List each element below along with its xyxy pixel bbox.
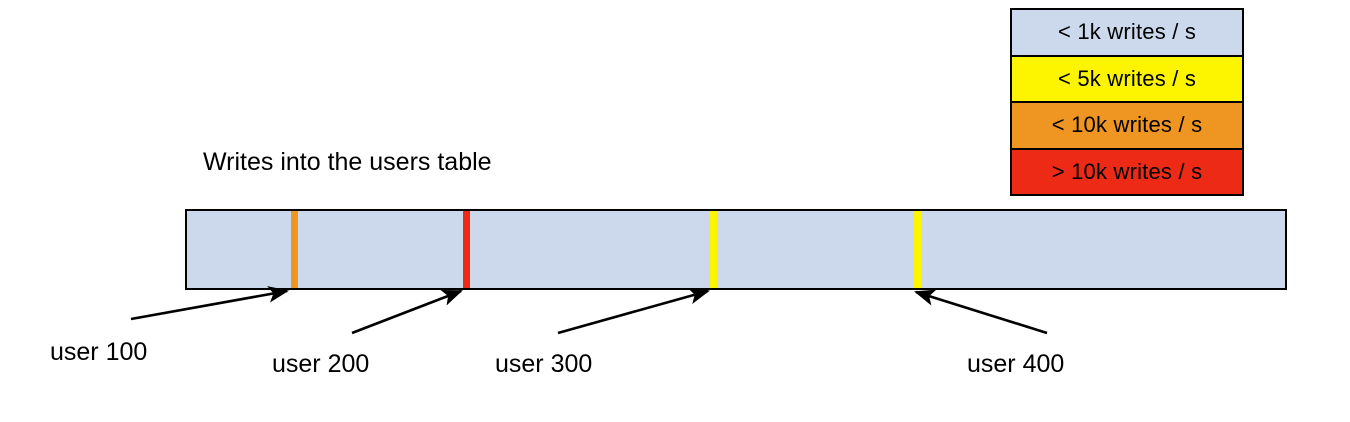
- stripe-user-200: [463, 211, 470, 288]
- stripe-user-300: [710, 211, 717, 288]
- arrow-user-100: [130, 286, 290, 321]
- users-table-keyspace-bar: [185, 209, 1287, 290]
- callout-label-user-200: user 200: [272, 350, 370, 378]
- legend-row-under-10k: < 10k writes / s: [1012, 103, 1242, 150]
- write-rate-legend: < 1k writes / s < 5k writes / s < 10k wr…: [1010, 8, 1244, 196]
- stripe-user-400: [914, 211, 921, 288]
- legend-row-over-10k: > 10k writes / s: [1012, 149, 1242, 194]
- legend-label-under-1k: < 1k writes / s: [1057, 19, 1197, 45]
- legend-row-under-1k: < 1k writes / s: [1012, 10, 1242, 57]
- legend-row-under-5k: < 5k writes / s: [1012, 56, 1242, 103]
- arrow-user-400: [914, 289, 1048, 335]
- chart-title: Writes into the users table: [203, 148, 492, 176]
- legend-label-over-10k: > 10k writes / s: [1051, 158, 1203, 184]
- legend-label-under-10k: < 10k writes / s: [1051, 112, 1203, 138]
- stripe-user-100: [291, 211, 298, 288]
- callout-label-user-400: user 400: [967, 350, 1065, 378]
- arrow-user-300: [557, 288, 711, 335]
- arrow-user-200: [351, 289, 463, 335]
- callout-label-user-300: user 300: [495, 350, 593, 378]
- callout-label-user-100: user 100: [50, 338, 148, 366]
- legend-label-under-5k: < 5k writes / s: [1057, 65, 1197, 91]
